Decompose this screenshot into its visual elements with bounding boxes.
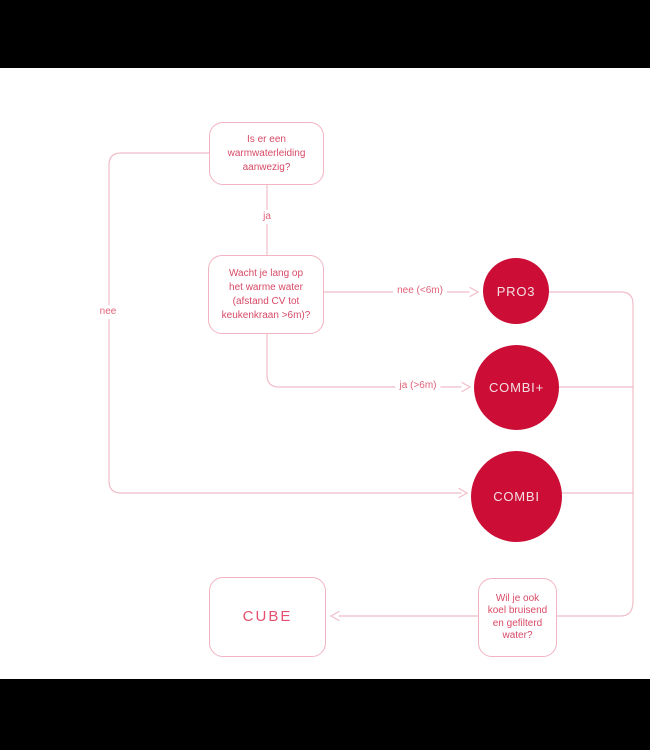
question-line: het warme water [229,281,303,293]
arrowhead-combi [458,487,469,499]
edge-nee-to-combi [108,152,462,494]
result-combi-label: COMBI [493,489,540,504]
question-line: (afstand CV tot [232,295,300,307]
edge-label-ja-groter-6m: ja (>6m) [395,379,441,393]
result-pro3: PRO3 [483,258,549,324]
question-line: en gefilterd [492,617,543,629]
question-line: Is er een [247,133,286,145]
edge-label-ja: ja [259,210,275,224]
question-line: Wil je ook [495,592,540,604]
question-line: warmwaterleiding [227,147,306,159]
edge-label-nee-kleiner-6m: nee (<6m) [393,284,447,298]
question-line: keukenkraan >6m)? [221,309,311,321]
result-combi-plus-label: COMBI+ [488,380,544,395]
top-black-bar [0,0,650,68]
question-line: water? [502,630,533,641]
question-wachttijd: Wacht je lang op het warme water (afstan… [208,255,324,334]
edge-pro3-to-q3 [548,291,634,617]
result-cube-label: CUBE [242,608,293,625]
result-combi: COMBI [471,451,562,542]
question-line: koel bruisend [487,605,548,616]
edge-q2-combiplus [266,333,462,388]
bottom-black-bar [0,679,650,750]
question-line: Wacht je lang op [228,267,304,279]
result-pro3-label: PRO3 [496,283,536,299]
arrowhead-combiplus [461,381,472,393]
question-warmwaterleiding: Is er een warmwaterleiding aanwezig? [209,122,324,185]
result-cube: CUBE [209,577,326,657]
arrowhead-cube [329,610,340,622]
question-line: aanwezig? [242,161,291,173]
arrowhead-pro3 [469,286,480,298]
result-combi-plus: COMBI+ [474,345,559,430]
question-koel-bruisend: Wil je ook koel bruisend en gefilterd wa… [478,578,557,657]
edge-label-nee: nee [95,305,121,319]
